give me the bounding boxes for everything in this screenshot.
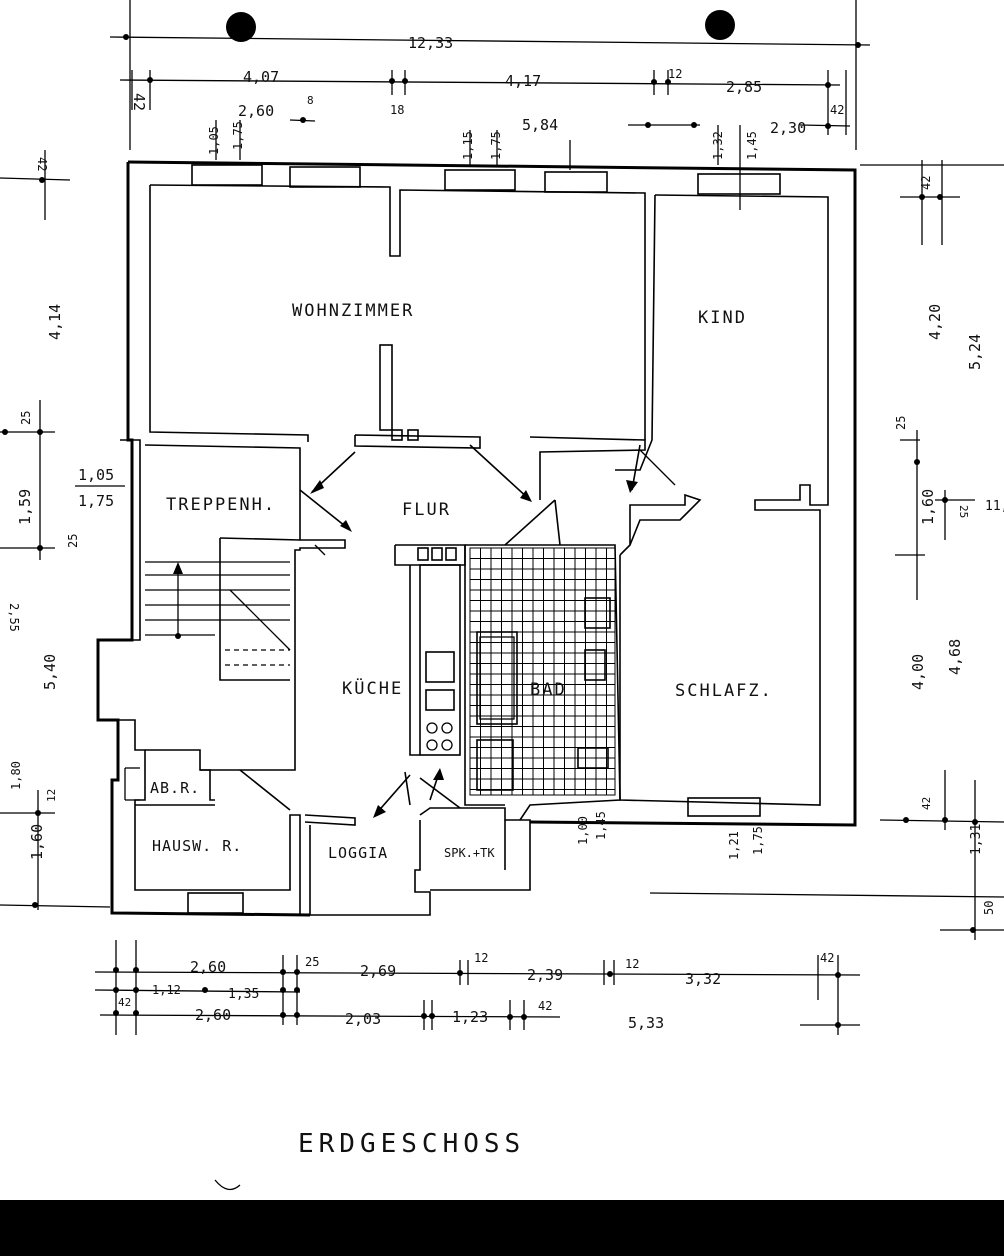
room-label-hauswirtschaftsraum: HAUSW. R.: [152, 837, 242, 855]
dim-label: 42: [820, 951, 834, 965]
dim-label: 4,00: [909, 654, 927, 690]
dim-label: 42: [538, 999, 552, 1013]
dim-label: 2,60: [195, 1006, 231, 1024]
dim-label: 1,75: [489, 131, 503, 160]
dim-label: 2,60: [238, 102, 274, 120]
dim-label: 5,33: [628, 1014, 664, 1032]
dim-label: 1,23: [452, 1008, 488, 1026]
interior-walls: [118, 344, 702, 916]
dim-label: 1,31: [969, 824, 984, 855]
dim-label: 25: [894, 416, 908, 430]
dim-label: 42: [919, 176, 933, 190]
room-label-kueche: KÜCHE: [342, 677, 403, 699]
dimension-lines-top: [109, 34, 871, 210]
dim-label: 2,03: [345, 1010, 381, 1028]
dim-label: 25: [19, 411, 33, 425]
dim-label: 42: [920, 797, 933, 810]
dim-label: 12: [45, 789, 58, 802]
dimension-labels-left: 42 4,14 25 1,59 25 1,05 1,75 2,55 5,40 1…: [7, 157, 114, 860]
punch-hole-right: [705, 10, 735, 40]
floor-plan-drawing: WOHNZIMMER KIND TREPPENH. FLUR KÜCHE BAD…: [0, 0, 1004, 1191]
dim-label: 11,01: [985, 499, 1004, 514]
dim-total-width: 12,33: [408, 34, 453, 52]
dim-label: 3,32: [685, 970, 721, 988]
dim-label: 42: [830, 103, 844, 117]
bathroom-tile-grid: [469, 547, 616, 796]
dim-label: 1,75: [231, 121, 245, 150]
dim-label: 2,69: [360, 962, 396, 980]
room-label-loggia: LOGGIA: [328, 844, 388, 862]
dim-label: 42: [130, 93, 148, 111]
dim-label: 5,24: [966, 334, 984, 370]
dim-label: 4,68: [946, 639, 964, 675]
dimension-lines-left: [0, 150, 125, 910]
dim-label: 12: [668, 67, 682, 81]
dim-label: 1,45: [745, 131, 759, 160]
dim-label: 5,84: [522, 116, 558, 134]
dim-label: 2,55: [7, 603, 21, 632]
dim-label: 2,85: [726, 78, 762, 96]
dim-label: 4,14: [46, 304, 64, 340]
dim-label: 5,40: [41, 654, 59, 690]
room-label-flur: FLUR: [402, 500, 451, 520]
dim-label: 1,15: [461, 131, 475, 160]
room-label-kind: KIND: [698, 308, 747, 328]
dim-label: 1,59: [16, 489, 34, 525]
dim-label: 1,45: [594, 811, 608, 840]
dim-label: 1,12: [152, 983, 181, 997]
dim-label: 1,60: [28, 824, 46, 860]
dim-label: 12: [625, 957, 639, 971]
dim-label: 1,80: [9, 761, 23, 790]
dim-label: 1,32: [711, 131, 725, 160]
dim-label: 1,60: [919, 489, 937, 525]
room-label-schlafzimmer: SCHLAFZ.: [675, 681, 773, 701]
room-label-wohnzimmer: WOHNZIMMER: [292, 301, 414, 321]
dim-label: 25: [66, 534, 80, 548]
dim-label: 4,07: [243, 68, 279, 86]
dimension-labels-bottom: 2,60 1,12 1,35 42 2,60 25 2,69 2,03 12 1…: [118, 811, 834, 1032]
dim-label: 2,30: [770, 119, 806, 137]
dim-label: 25: [305, 955, 319, 969]
dim-label: 1,75: [751, 826, 765, 855]
room-label-bad: BAD: [530, 680, 567, 700]
dim-label: 42: [35, 157, 49, 171]
dim-label: 1,00: [576, 816, 590, 845]
dim-label: 1,35: [228, 987, 259, 1002]
drawing-title: ERDGESCHOSS: [298, 1129, 525, 1159]
dim-label: 4,20: [926, 304, 944, 340]
dimension-labels-right: 42 4,20 5,24 25 1,60 25 11,01 4,00 4,68 …: [894, 176, 1004, 915]
dimension-lines-bottom: [94, 940, 861, 1035]
dim-label: 1,75: [78, 492, 114, 510]
room-label-abstellraum: AB.R.: [150, 779, 200, 797]
dim-label: 2,39: [527, 966, 563, 984]
dim-label: 1,05: [207, 126, 221, 155]
door-swing-arrows: [239, 444, 676, 818]
room-label-treppenhaus: TREPPENH.: [166, 495, 276, 515]
dimension-lines-right: [649, 160, 1004, 940]
exterior-walls: [96, 160, 857, 917]
dim-label: 18: [390, 103, 404, 117]
room-label-speisekammer: SPK.+TK: [444, 846, 495, 860]
pencil-mark: [214, 1179, 241, 1191]
dimension-labels-top: 12,33 4,07 4,17 2,85 42 2,60 8 18 12 5,8…: [130, 34, 844, 160]
dim-label: 4,17: [505, 72, 541, 90]
dim-label: 1,05: [78, 466, 114, 484]
dim-label: 25: [957, 505, 970, 518]
scanner-black-border: [0, 1200, 1004, 1256]
dim-label: 12: [474, 951, 488, 965]
punch-hole-left: [226, 12, 256, 42]
dim-label: 8: [307, 94, 314, 107]
dim-label: 50: [982, 901, 996, 915]
dim-label: 42: [118, 996, 131, 1009]
dim-label: 1,21: [727, 831, 741, 860]
dim-label: 2,60: [190, 958, 226, 976]
